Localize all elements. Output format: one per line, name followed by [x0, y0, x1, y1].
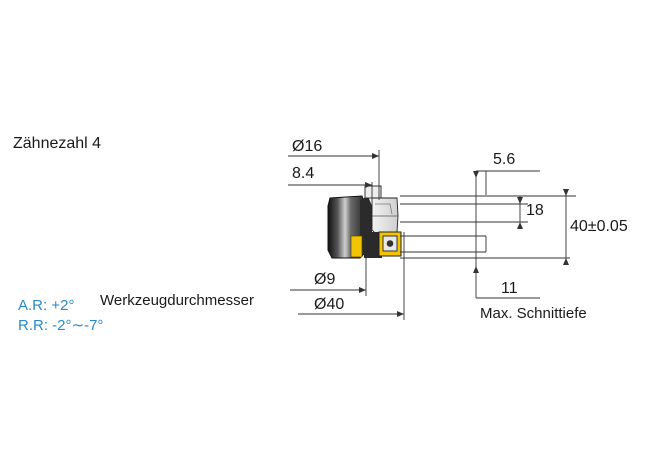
bore-diameter-label: Ø16: [292, 138, 322, 155]
cutter-diameter-label: Ø40: [314, 296, 344, 313]
cut-offset-label: 11: [501, 280, 518, 297]
cutter-diameter-title: Werkzeugdurchmesser: [100, 292, 254, 309]
radial-rake-label: R.R: -2°∼-7°: [18, 317, 103, 334]
insert-height-label: 18: [526, 202, 544, 219]
dim-cut-depth: 11 Max. Schnittiefe: [473, 266, 587, 322]
total-height-label: 40±0.05: [570, 218, 628, 235]
teeth-count-label: Zähnezahl 4: [13, 135, 101, 152]
inner-diameter-label: Ø9: [314, 271, 335, 288]
axial-rake-label: A.R: +2°: [18, 297, 74, 314]
dim-bore-diameter: Ø16: [288, 138, 380, 200]
dim-insert-height: 18: [517, 196, 544, 229]
main-insert: [378, 231, 402, 257]
left-insert: [350, 235, 363, 258]
bore-offset-label: 8.4: [292, 165, 314, 182]
dim-bore-offset: 8.4: [288, 165, 373, 200]
insert-width-label: 5.6: [493, 151, 515, 168]
dim-insert-width: 5.6: [473, 151, 540, 266]
dim-total-height: 40±0.05: [400, 189, 628, 265]
cutter-body: [327, 185, 402, 259]
dim-inner-diameter: Ø9: [290, 258, 367, 296]
extension-lines: [400, 195, 576, 253]
dim-cutter-diameter: Ø40 Werkzeugdurchmesser: [100, 232, 405, 320]
max-depth-label: Max. Schnittiefe: [480, 305, 587, 322]
